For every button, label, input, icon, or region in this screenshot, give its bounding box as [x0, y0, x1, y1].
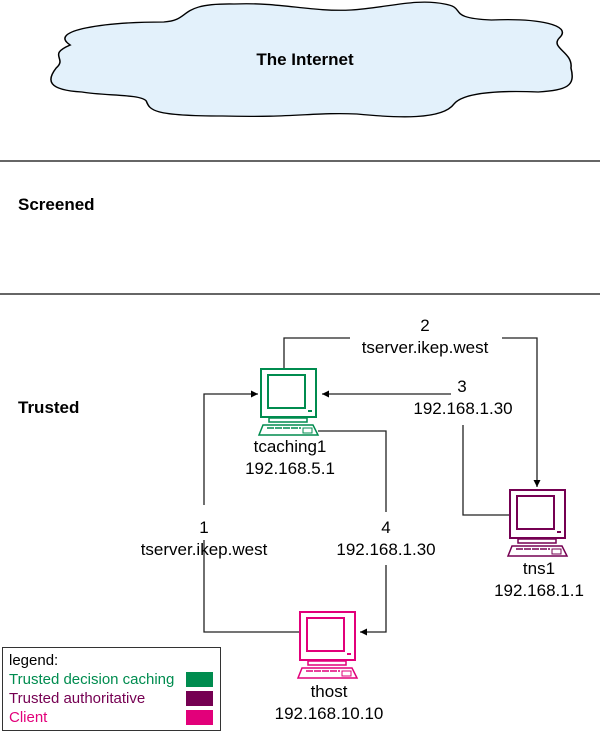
- thost-name: thost: [310, 682, 348, 701]
- flow-2-text: tserver.ikep.west: [361, 338, 489, 357]
- flow-1-line-upper: [203, 390, 258, 505]
- tns1-ip: 192.168.1.1: [494, 581, 584, 600]
- flow-4-text: 192.168.1.30: [336, 540, 436, 559]
- legend-item-authoritative: Trusted authoritative: [9, 689, 220, 708]
- flow-3-text: 192.168.1.30: [413, 399, 513, 418]
- legend-swatch: [186, 672, 213, 687]
- thost-ip: 192.168.10.10: [274, 704, 384, 723]
- tns1-computer-icon[interactable]: [507, 489, 568, 557]
- flow-2-line: [283, 337, 350, 370]
- flow-3-step: 3: [457, 377, 467, 396]
- legend-label: Trusted decision caching: [9, 671, 175, 688]
- legend-item-caching: Trusted decision caching: [9, 670, 220, 689]
- tcaching1-computer-icon[interactable]: [258, 368, 319, 436]
- legend-label: Client: [9, 709, 48, 726]
- tcaching1-name: tcaching1: [253, 437, 327, 456]
- tcaching1-ip: 192.168.5.1: [245, 459, 335, 478]
- flow-1-line: [203, 540, 300, 633]
- flow-4-line: [318, 430, 387, 512]
- flow-1-step: 1: [199, 518, 209, 537]
- tns1-name: tns1: [522, 559, 556, 578]
- legend-swatch: [186, 710, 213, 725]
- thost-computer-icon[interactable]: [297, 611, 358, 679]
- flow-1-text: tserver.ikep.west: [140, 540, 268, 559]
- legend: legend: Trusted decision caching Trusted…: [2, 647, 221, 731]
- flow-3-line: [462, 425, 510, 516]
- zone-label-screened: Screened: [18, 195, 95, 214]
- legend-swatch: [186, 691, 213, 706]
- flow-2-step: 2: [420, 316, 430, 335]
- zone-label-trusted: Trusted: [18, 398, 80, 417]
- flow-4-line-lower: [360, 565, 387, 636]
- internet-label: The Internet: [256, 50, 354, 69]
- legend-title: legend:: [9, 652, 59, 669]
- internet-cloud: [50, 1, 573, 118]
- legend-label: Trusted authoritative: [9, 690, 146, 707]
- legend-item-client: Client: [9, 708, 220, 727]
- flow-2-line-right: [502, 337, 541, 487]
- flow-4-step: 4: [381, 518, 391, 537]
